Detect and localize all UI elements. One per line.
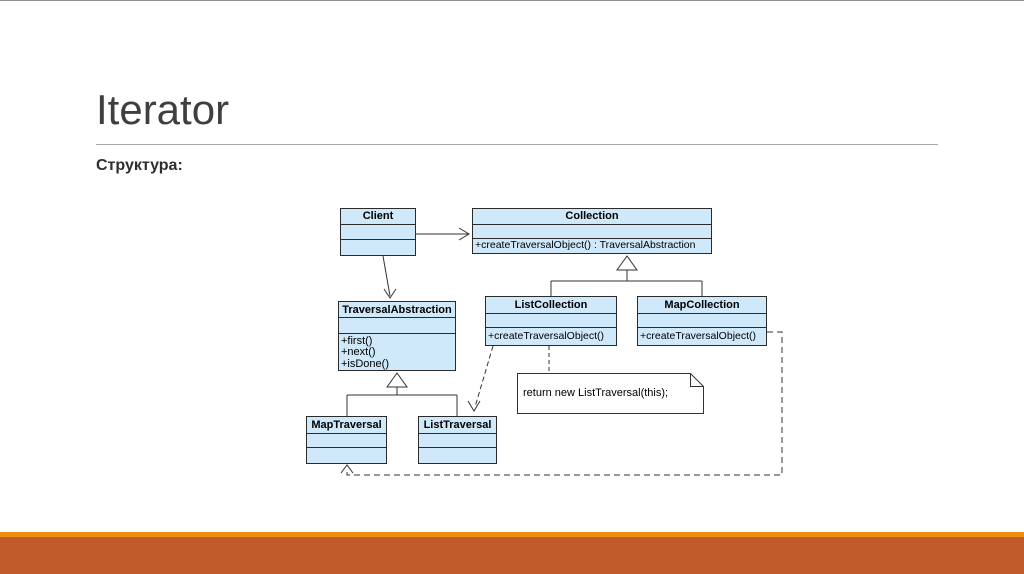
class-method: +createTraversalObject() : TraversalAbst… [475, 239, 696, 251]
class-method: +isDone() [341, 357, 389, 370]
class-listcollection: ListCollection +createTraversalObject() [485, 296, 617, 346]
class-method: +next() [341, 346, 376, 358]
class-compartment-empty [341, 225, 415, 240]
uml-note-shape [517, 373, 704, 414]
class-title: ListCollection [486, 297, 616, 314]
section-label: Структура: [96, 157, 183, 174]
association-client-collection [416, 227, 470, 241]
class-compartment-empty [307, 448, 386, 463]
class-method: +createTraversalObject() [488, 330, 605, 342]
class-mapcollection: MapCollection +createTraversalObject() [637, 296, 767, 346]
class-title: ListTraversal [419, 417, 496, 434]
class-compartment-empty [339, 318, 455, 334]
class-method: +createTraversalObject() [640, 330, 757, 342]
class-compartment-empty [307, 434, 386, 448]
dependency-listcollection-listtraversal [467, 345, 494, 412]
class-compartment-empty [638, 314, 766, 328]
class-compartment-empty [419, 448, 496, 463]
class-compartment-empty [341, 240, 415, 255]
class-title: TraversalAbstraction [339, 302, 455, 319]
generalization-collection [550, 255, 703, 296]
title-divider [96, 144, 938, 145]
class-client: Client [340, 208, 416, 256]
association-client-traversalabstraction [382, 255, 397, 299]
class-title: Collection [473, 209, 711, 225]
generalization-traversalabstraction [346, 372, 458, 416]
footer-accent-stripe [0, 532, 1024, 537]
class-compartment-empty [486, 314, 616, 328]
class-maptraversal: MapTraversal [306, 416, 387, 464]
class-title: MapCollection [638, 297, 766, 314]
class-method: +first() [341, 334, 373, 347]
class-title: Client [341, 209, 415, 225]
dependency-mapcollection-maptraversal [340, 331, 783, 476]
class-compartment-empty [419, 434, 496, 448]
class-listtraversal: ListTraversal [418, 416, 497, 464]
class-methods: +first() +next() +isDone() [339, 334, 455, 371]
class-collection: Collection +createTraversalObject() : Tr… [472, 208, 712, 254]
uml-note-text: return new ListTraversal(this); [523, 387, 669, 399]
class-traversalabstraction: TraversalAbstraction +first() +next() +i… [338, 301, 456, 371]
footer-band [0, 537, 1024, 574]
class-title: MapTraversal [307, 417, 386, 434]
class-compartment-empty [473, 225, 711, 239]
page-title: Iterator [96, 86, 230, 133]
